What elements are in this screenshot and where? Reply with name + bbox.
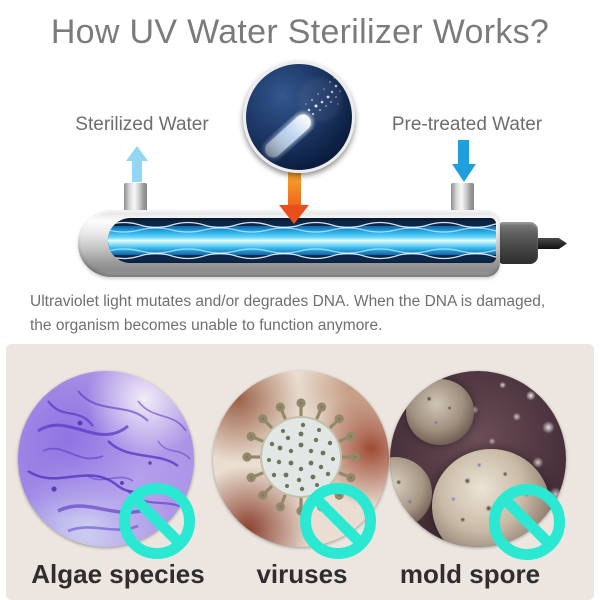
uv-exposure-arrow-stem [288,166,301,206]
algae-label: Algae species [31,559,205,589]
pretreated-water-down-arrow-icon [452,164,476,182]
outlet-port [124,183,147,213]
no-symbol-icon [300,483,376,559]
inlet-port [451,183,474,213]
virus-particle-art [242,398,360,516]
uv-exposure-arrow-icon [279,205,309,224]
page-title: How UV Water Sterilizer Works? [50,13,550,51]
description-line-1: Ultraviolet light mutates and/or degrade… [30,293,546,310]
no-symbol-icon [119,483,195,559]
no-symbol-icon [489,484,565,560]
sterilized-water-label: Sterilized Water [75,114,209,135]
sterilized-water-up-arrow-icon [126,146,148,161]
pretreated-water-down-arrow-stem [458,140,469,165]
mold-spore-sphere-small [406,379,474,445]
description-text: Ultraviolet light mutates and/or degrade… [30,290,582,338]
tube-end-cap [499,222,538,264]
description-line-2: the organism becomes unable to function … [30,317,383,334]
viruses-label: viruses [256,559,348,589]
mold-spore-sphere-edge [390,457,432,529]
bacteria-under-uv-photo-icon [243,61,355,173]
killed-organisms-panel: Algae species viruses mold spore [6,344,594,600]
water-wave-lines [108,221,496,260]
sterilized-water-up-arrow-stem [132,160,142,182]
bacteria-rod-art [263,77,345,160]
no-symbol-ring [489,484,565,560]
pretreated-water-label: Pre-treated Water [391,114,543,135]
lamp-connector-pin [538,238,567,249]
mold-spore-label: mold spore [399,559,541,589]
no-symbol-ring [300,483,376,559]
sterilizer-tube-window [108,218,496,263]
no-symbol-ring [119,483,195,559]
